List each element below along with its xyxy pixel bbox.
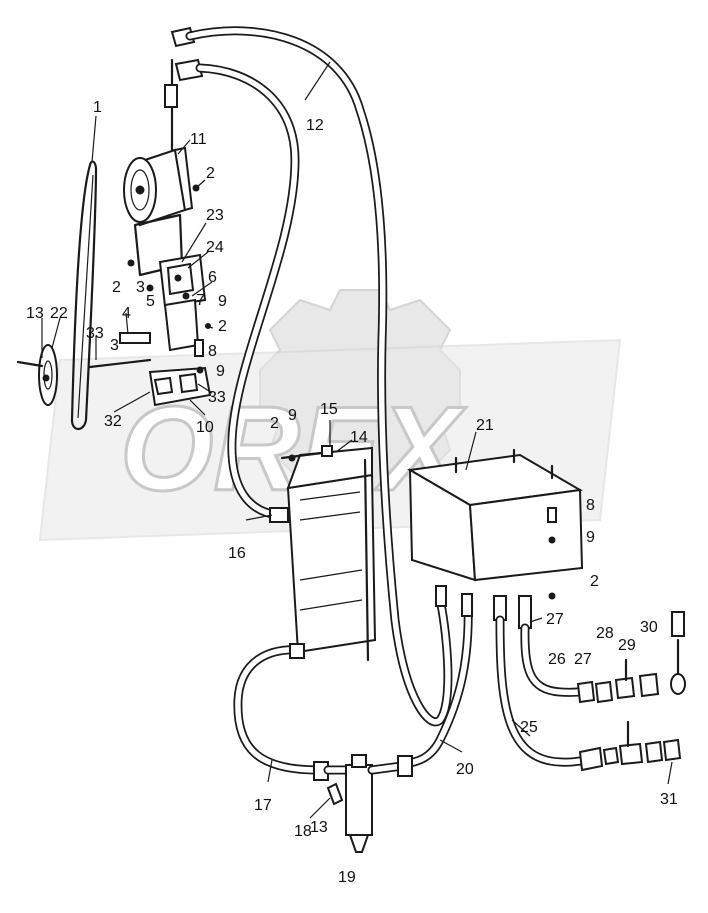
callout-5: 5 xyxy=(146,293,155,310)
callout-2: 2 xyxy=(112,279,121,296)
callout-7: 7 xyxy=(196,292,205,309)
tensioner-bracket-assembly xyxy=(88,184,212,407)
callout-25: 25 xyxy=(520,719,538,736)
callout-27: 27 xyxy=(546,611,564,628)
drive-belt xyxy=(70,160,98,431)
callout-18: 18 xyxy=(294,823,312,840)
hose-evap-1 xyxy=(400,585,473,769)
callout-14: 14 xyxy=(350,429,368,446)
hose-26 xyxy=(518,595,686,704)
hose-17 xyxy=(233,643,329,781)
callout-22: 22 xyxy=(50,305,68,322)
evaporator-unit xyxy=(406,448,584,600)
callout-21: 21 xyxy=(476,417,494,434)
hose-12 xyxy=(185,26,453,727)
compressor xyxy=(123,58,194,277)
callout-2: 2 xyxy=(590,573,599,590)
callout-2: 2 xyxy=(218,318,227,335)
callout-8: 8 xyxy=(208,343,217,360)
callout-33: 33 xyxy=(86,325,104,342)
callout-15: 15 xyxy=(320,401,338,418)
callout-13: 13 xyxy=(26,305,44,322)
callout-29: 29 xyxy=(618,637,636,654)
callout-19: 19 xyxy=(338,869,356,886)
crank-pulley xyxy=(16,344,58,406)
callout-9: 9 xyxy=(586,529,595,546)
callout-26: 26 xyxy=(548,651,566,668)
callout-2: 2 xyxy=(270,415,279,432)
callout-17: 17 xyxy=(254,797,272,814)
callout-3: 3 xyxy=(110,337,119,354)
condenser xyxy=(280,445,377,662)
callout-2: 2 xyxy=(206,165,215,182)
callout-10: 10 xyxy=(196,419,214,436)
callout-3: 3 xyxy=(136,279,145,296)
callout-1: 1 xyxy=(93,99,102,116)
callout-32: 32 xyxy=(104,413,122,430)
hose-25 xyxy=(493,595,682,772)
callout-28: 28 xyxy=(596,625,614,642)
callout-8: 8 xyxy=(586,497,595,514)
callout-24: 24 xyxy=(206,239,224,256)
callout-9: 9 xyxy=(218,293,227,310)
callout-20: 20 xyxy=(456,761,474,778)
callout-16: 16 xyxy=(228,545,246,562)
callout-30: 30 xyxy=(640,619,658,636)
callout-23: 23 xyxy=(206,207,224,224)
callout-27: 27 xyxy=(574,651,592,668)
hose-16 xyxy=(195,63,300,523)
callout-labels: 1 2 2 2 2 2 3 3 4 5 6 7 8 8 9 9 9 9 10 1… xyxy=(26,99,678,886)
receiver-drier xyxy=(323,754,413,853)
callout-4: 4 xyxy=(122,305,131,322)
callout-6: 6 xyxy=(208,269,217,286)
callout-12: 12 xyxy=(306,117,324,134)
callout-13: 13 xyxy=(310,819,328,836)
callout-31: 31 xyxy=(660,791,678,808)
callout-11: 11 xyxy=(190,131,207,148)
leader-lines xyxy=(41,61,673,819)
callout-9: 9 xyxy=(288,407,297,424)
callout-9: 9 xyxy=(216,363,225,380)
callout-33: 33 xyxy=(208,389,226,406)
